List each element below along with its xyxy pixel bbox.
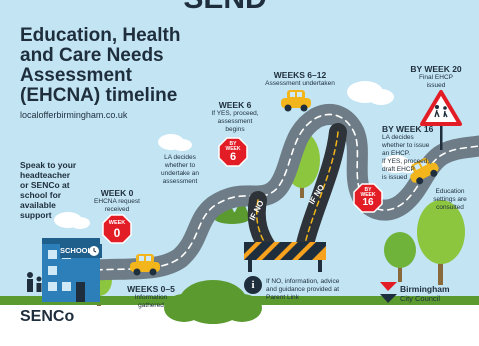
car-icon	[410, 158, 439, 185]
milestone-settings: Education settings are consulted	[424, 188, 476, 212]
cloud-icon	[347, 81, 394, 105]
milestone-text: received	[104, 206, 130, 213]
page-title: Education, Health and Care Needs Assessm…	[20, 26, 240, 106]
stop-by-word: BY	[364, 187, 372, 193]
stop-sign-week-0-icon	[102, 214, 132, 244]
stop-sign-week-6-icon	[218, 137, 248, 167]
milestone-text: settings are	[433, 196, 467, 203]
info-note-line: and guidance provided at	[266, 286, 340, 293]
info-note-line: Parent Link	[266, 294, 299, 301]
header-cut-text: SEND	[150, 0, 300, 14]
stop-sign-week-16-icon	[353, 183, 383, 213]
milestone-text: assessment	[162, 178, 198, 185]
council-line-1: Birmingham	[400, 284, 450, 294]
milestone-text: issued	[426, 82, 446, 89]
milestone-title: WEEK 6	[218, 100, 252, 110]
intro-line: support	[20, 210, 52, 220]
winding-road	[85, 104, 479, 281]
milestone-weeks-6-12: WEEKS 6–12 Assessment undertaken	[260, 70, 340, 88]
tree-icon	[384, 232, 416, 282]
stop-week-word: WEEK	[225, 146, 241, 152]
milestone-text: whether to	[164, 162, 196, 169]
milestone-text: an EHCP.	[382, 150, 411, 157]
milestone-text: is issued	[382, 174, 408, 181]
title-line: (EHCNA) timeline	[20, 85, 178, 106]
milestone-title: WEEKS 0–5	[127, 284, 175, 294]
cloud-icon	[158, 134, 192, 151]
website-link[interactable]: localofferbirmingham.co.uk	[20, 110, 128, 120]
milestone-text: Final EHCP	[419, 74, 453, 81]
milestone-text: begins	[225, 126, 245, 133]
info-icon-glyph: i	[251, 279, 255, 291]
council-name: Birmingham City Council	[400, 284, 470, 303]
title-line: Education, Health	[20, 25, 181, 46]
milestone-la-decides: LA decides whether to undertake an asses…	[148, 154, 212, 186]
milestone-text: Information	[134, 294, 168, 301]
people-icon	[27, 272, 42, 292]
intro-line: or SENCo at	[20, 180, 70, 190]
bush-icon	[164, 280, 262, 324]
info-icon	[244, 276, 262, 294]
info-note: If NO, information, advice and guidance …	[266, 278, 376, 302]
council-line-2: City Council	[400, 294, 441, 303]
title-line: and Care Needs	[20, 45, 164, 66]
milestone-week-0: WEEK 0 EHCNA request received	[80, 188, 154, 214]
milestone-text: Education	[435, 188, 465, 195]
warning-sign-icon	[420, 90, 462, 150]
stop-by-word: BY	[229, 141, 237, 147]
milestone-text: gathered	[138, 302, 164, 309]
milestone-text: whether to issue	[382, 142, 430, 149]
intro-line: school for	[20, 190, 62, 200]
info-note-line: If NO, information, advice	[266, 278, 340, 285]
car-icon	[130, 254, 160, 276]
tree-icon	[417, 200, 465, 285]
milestone-text: EHCNA request	[94, 198, 140, 205]
milestone-text: If YES, proceed,	[382, 158, 430, 165]
milestone-title: BY WEEK 20	[410, 64, 462, 74]
stop-week-number: 16	[362, 197, 374, 208]
cloud-icon	[54, 212, 90, 229]
milestone-weeks-0-5: WEEKS 0–5 Information gathered	[118, 284, 184, 310]
milestone-text: draft EHCP	[382, 166, 415, 173]
stop-sign-week-0-label: WEEK 0	[103, 220, 131, 240]
stop-week-word: WEEK	[108, 220, 126, 226]
stop-week-word: WEEK	[360, 192, 376, 198]
intro-line: available	[20, 200, 56, 210]
milestone-text: LA decides	[164, 154, 196, 161]
milestone-title: BY WEEK 16	[382, 124, 434, 134]
milestone-week-6: WEEK 6 If YES, proceed, assessment begin…	[204, 100, 266, 134]
school-building-icon	[42, 238, 102, 302]
milestone-title: WEEKS 6–12	[273, 70, 327, 80]
milestone-text: Assessment undertaken	[265, 80, 335, 87]
milestone-week-16: BY WEEK 16 LA decides whether to issue a…	[382, 124, 452, 182]
intro-text: Speak to your headteacher or SENCo at sc…	[20, 160, 96, 220]
milestone-text: If YES, proceed,	[211, 110, 259, 117]
stop-sign-week-6-label: BY WEEK 6	[219, 142, 247, 163]
intro-line: headteacher	[20, 170, 71, 180]
senco-label: SENCo	[20, 308, 75, 325]
stop-sign-week-16-label: BY WEEK 16	[354, 188, 382, 208]
milestone-week-20: BY WEEK 20 Final EHCP issued	[396, 64, 476, 90]
milestone-text: undertake an	[161, 170, 199, 177]
stop-week-number: 6	[229, 151, 237, 163]
stop-week-number: 0	[113, 225, 121, 240]
school-sign-label: SCHOOL	[60, 246, 93, 255]
milestone-text: LA decides	[382, 134, 414, 141]
car-icon	[281, 90, 311, 112]
council-logo-icon	[380, 282, 397, 303]
intro-line: Speak to your	[20, 160, 77, 170]
milestone-title: WEEK 0	[100, 188, 134, 198]
milestone-text: consulted	[436, 204, 464, 211]
road-barrier	[244, 242, 326, 272]
milestone-text: assessment	[217, 118, 253, 125]
title-line: Assessment	[20, 65, 132, 86]
